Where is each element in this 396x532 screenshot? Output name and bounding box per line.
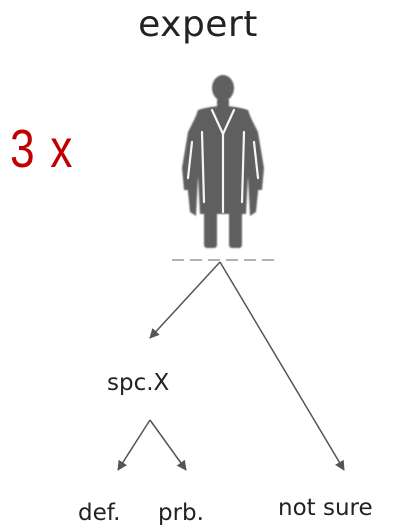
node-prb: prb. xyxy=(158,500,204,526)
node-def: def. xyxy=(78,500,121,526)
multiplier-label: 3 x xyxy=(10,119,74,179)
arrow-to-prb xyxy=(149,419,187,471)
person-in-coat-icon xyxy=(172,75,274,261)
arrow-to-not-sure xyxy=(219,261,345,471)
arrow-to-def xyxy=(117,419,151,471)
expert-figure-icon xyxy=(168,72,278,268)
arrow-to-spc xyxy=(149,261,221,339)
node-spc: spc.X xyxy=(107,370,170,396)
expert-title: expert xyxy=(138,4,258,45)
node-not-sure: not sure xyxy=(278,495,373,521)
